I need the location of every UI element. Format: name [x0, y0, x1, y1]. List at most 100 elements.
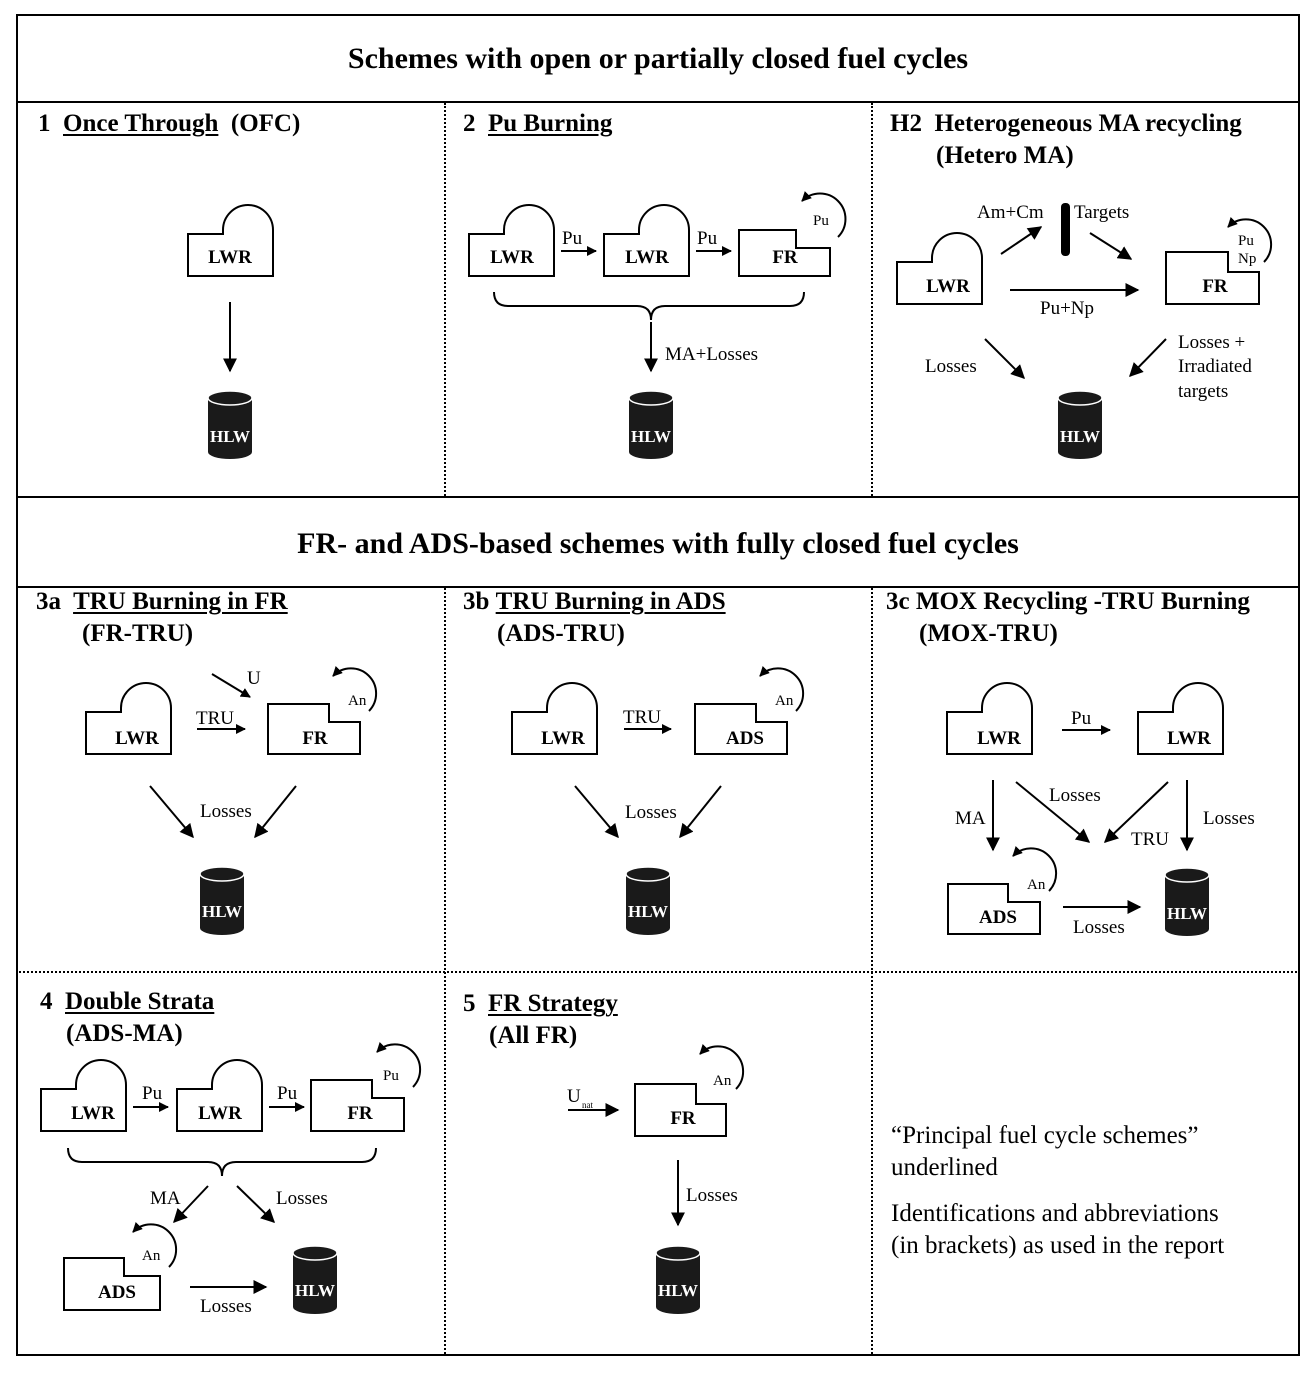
flow-label: Losses [625, 802, 677, 823]
recycle-loop-arrow [801, 191, 847, 238]
lwr-reactor-icon [896, 232, 983, 305]
node-label: LWR [926, 276, 970, 297]
fr-reactor-icon [267, 703, 361, 755]
ads-reactor-icon [63, 1257, 161, 1311]
node-label: FR [302, 728, 328, 749]
panel-name: Pu Burning [488, 110, 613, 137]
node-label: FR [670, 1108, 696, 1129]
flow-arrow [574, 785, 619, 839]
flow-arrow [211, 673, 251, 698]
node-label: ADS [979, 907, 1017, 928]
panel-name: TRU Burning in FR [73, 588, 288, 615]
flow-label: Losses + [1178, 332, 1245, 353]
flow-label: Pu [697, 228, 718, 249]
node-label: LWR [115, 728, 159, 749]
panel-number: 3c [886, 588, 910, 615]
flow-arrow [984, 338, 1025, 379]
node-label: HLW [1167, 904, 1207, 923]
panel-title-h2: H2 Heterogeneous MA recycling [890, 108, 1242, 140]
flow-label: Losses [1049, 785, 1101, 806]
grouping-brace [493, 291, 805, 321]
divider [16, 496, 1300, 498]
flow-label: TRU [1131, 829, 1169, 850]
flow-arrow [1103, 781, 1169, 843]
node-label: HLW [1060, 427, 1100, 446]
divider [16, 971, 1300, 973]
figure-frame [16, 14, 1300, 1356]
recycle-loop-arrow [332, 666, 378, 712]
hlw-canister-icon [655, 1245, 701, 1314]
fr-reactor-icon [634, 1083, 727, 1137]
target-rod-icon [1061, 203, 1070, 256]
lwr-reactor-icon [1137, 682, 1224, 755]
panel-name: MOX Recycling -TRU Burning [915, 588, 1250, 615]
lwr-reactor-icon [40, 1059, 127, 1132]
section-title: Schemes with open or partially closed fu… [347, 42, 969, 75]
fr-reactor-icon [1165, 251, 1260, 305]
flow-label: An [713, 1073, 732, 1089]
legend-note: underlined [891, 1154, 998, 1181]
ads-reactor-icon [947, 883, 1041, 935]
node-label: FR [347, 1103, 373, 1124]
flow-label: Losses [686, 1185, 738, 1206]
lwr-reactor-icon [603, 204, 690, 277]
node-label: HLW [295, 1281, 335, 1300]
panel-abbr: (Hetero MA) [936, 142, 1074, 169]
flow-label: Losses [925, 356, 977, 377]
node-label: ADS [726, 728, 764, 749]
lwr-reactor-icon [85, 682, 172, 755]
node-label: FR [1202, 276, 1228, 297]
divider [16, 586, 1300, 588]
flow-label: U [247, 668, 261, 689]
panel-title-3a: 3a TRU Burning in FR [36, 586, 288, 618]
flow-label: MA+Losses [665, 344, 758, 365]
flow-label: TRU [623, 707, 661, 728]
lwr-reactor-icon [187, 204, 274, 277]
flow-label: targets [1178, 381, 1228, 402]
panel-title-2: 2 Pu Burning [463, 108, 612, 140]
hlw-canister-icon [1057, 390, 1103, 459]
flow-arrow [173, 1185, 209, 1224]
flow-label: nat [582, 1100, 593, 1110]
flow-label: MA [150, 1188, 181, 1209]
panel-abbr: (ADS-TRU) [497, 620, 625, 647]
lwr-reactor-icon [176, 1059, 263, 1132]
flow-label: U [567, 1086, 581, 1107]
node-label: LWR [541, 728, 585, 749]
flow-label: Pu+Np [1040, 298, 1094, 319]
fr-reactor-icon [310, 1079, 405, 1132]
panel-number: 2 [463, 110, 476, 137]
flow-label: Pu [1238, 233, 1254, 249]
node-label: HLW [658, 1281, 698, 1300]
divider [444, 588, 446, 1354]
flow-arrow [149, 785, 194, 839]
legend-note: “Principal fuel cycle schemes” [891, 1122, 1199, 1149]
flow-label: An [348, 693, 367, 709]
panel-number: 4 [40, 988, 53, 1015]
panel-number: H2 [890, 110, 922, 137]
flow-label: Pu [383, 1068, 399, 1084]
node-label: LWR [490, 247, 534, 268]
recycle-loop-arrow [376, 1042, 422, 1088]
flow-arrow [1089, 232, 1133, 260]
node-label: FR [772, 247, 798, 268]
hlw-canister-icon [292, 1245, 338, 1314]
recycle-loop-arrow [1012, 846, 1058, 892]
panel-title-3c: 3c MOX Recycling -TRU Burning [886, 586, 1250, 618]
flow-label: Irradiated [1178, 356, 1252, 377]
panel-name: FR Strategy [488, 990, 618, 1017]
panel-title-1: 1 Once Through (OFC) [38, 108, 300, 140]
lwr-reactor-icon [468, 204, 555, 277]
node-label: LWR [977, 728, 1021, 749]
flow-arrow [679, 785, 722, 839]
panel-title-5: 5 FR Strategy [463, 988, 618, 1020]
flow-label: Targets [1074, 202, 1129, 223]
panel-name: Heterogeneous MA recycling [934, 110, 1242, 137]
flow-label: Losses [200, 801, 252, 822]
flow-label: An [775, 693, 794, 709]
recycle-loop-arrow [1227, 217, 1273, 263]
flow-arrow [1000, 226, 1043, 255]
node-label: HLW [210, 427, 250, 446]
divider [444, 103, 446, 496]
